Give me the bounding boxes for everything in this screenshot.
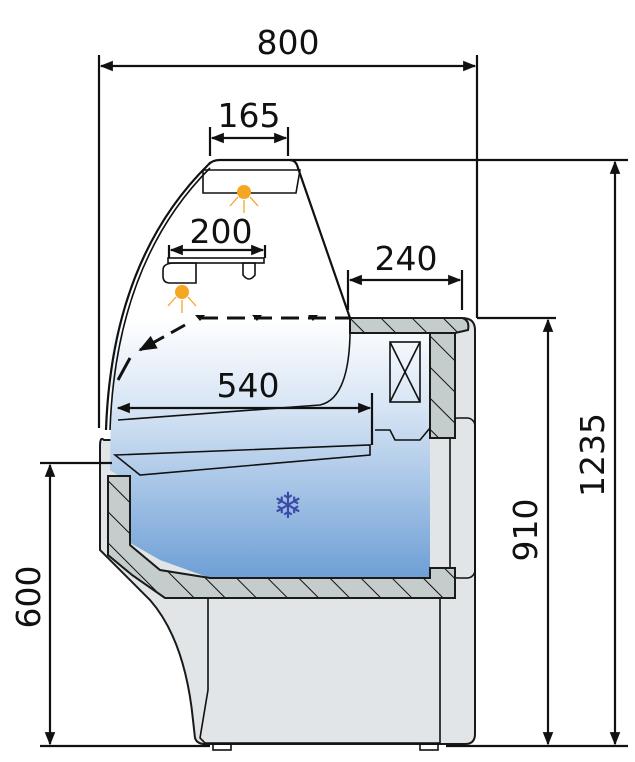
dim-worktop-depth: 240 xyxy=(375,239,438,278)
air-flow-arrows xyxy=(116,315,350,381)
snowflake-icon: ❄ xyxy=(273,486,303,527)
dim-canopy-width: 165 xyxy=(218,96,281,135)
shelf xyxy=(162,257,265,284)
dim-shelf-depth: 200 xyxy=(190,212,253,251)
dim-overall-height: 1235 xyxy=(573,413,612,497)
front-foot xyxy=(212,743,232,751)
dimension-lines xyxy=(40,55,628,748)
rear-foot xyxy=(419,743,439,751)
insulation-walls xyxy=(107,317,470,599)
dim-worktop-height: 910 xyxy=(506,499,545,562)
evaporator-coil xyxy=(389,341,421,403)
dim-display-depth: 540 xyxy=(217,366,280,405)
light-icon xyxy=(167,185,259,313)
side-panel xyxy=(449,417,476,579)
cooled-zone xyxy=(110,318,430,578)
dim-overall-width: 800 xyxy=(257,23,320,62)
dim-front-height: 600 xyxy=(9,566,48,629)
